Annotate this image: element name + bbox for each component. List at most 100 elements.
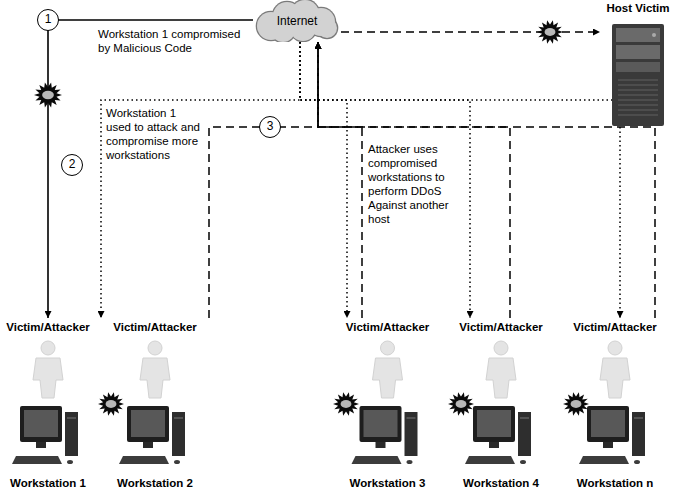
tower-bay	[634, 418, 643, 419]
workstation: Victim/AttackerWorkstation 4	[445, 318, 557, 493]
keyboard	[119, 456, 169, 464]
ddos-line	[209, 42, 318, 318]
tower-bay	[174, 418, 183, 419]
pc-tower	[65, 412, 78, 456]
monitor	[20, 406, 62, 442]
tower-bay	[67, 418, 76, 419]
mouse	[67, 460, 73, 464]
vent-slot	[618, 109, 658, 111]
workstation-label: Workstation 3	[349, 477, 427, 489]
pc-tower	[518, 412, 531, 456]
malware-burst	[448, 392, 474, 415]
person-head	[41, 341, 55, 355]
malware-burst	[333, 392, 359, 415]
node-illustration	[600, 2, 676, 128]
keyboard	[465, 456, 515, 464]
node-heading: Victim/Attacker	[572, 321, 658, 333]
ddos-line	[318, 42, 510, 318]
workstation-label: Workstation n	[576, 477, 654, 489]
person-head	[148, 341, 162, 355]
workstation: Victim/AttackerWorkstation n	[560, 318, 670, 493]
person-head	[608, 341, 622, 355]
cloud-label: Internet	[277, 14, 318, 28]
internet-cloud: Internet	[253, 0, 341, 42]
callout-number: 1	[37, 9, 59, 31]
drive-bay	[616, 62, 660, 72]
person-body	[373, 358, 403, 398]
monitor-screen	[131, 410, 165, 437]
node-illustration	[445, 318, 557, 493]
vent-slot	[618, 89, 658, 91]
vent-slot	[618, 114, 658, 116]
spread-line	[300, 42, 347, 318]
node-illustration	[560, 318, 670, 493]
monitor	[473, 406, 515, 442]
ddos-line	[318, 42, 655, 318]
mouse	[520, 460, 526, 464]
node-heading: Host Victim	[600, 2, 676, 14]
malware-core	[106, 400, 117, 408]
workstation: Victim/AttackerWorkstation 1	[3, 318, 93, 493]
drive-bay	[616, 28, 660, 42]
node-heading: Victim/Attacker	[112, 321, 198, 333]
monitor-screen	[24, 410, 58, 437]
mouse	[634, 460, 640, 464]
tower-bay	[520, 418, 529, 419]
malware-burst	[34, 82, 62, 107]
node-illustration	[3, 318, 93, 493]
person-head	[381, 341, 395, 355]
workstation: Victim/AttackerWorkstation 2	[95, 318, 215, 493]
monitor-screen	[591, 410, 625, 437]
node-illustration	[95, 318, 215, 493]
monitor-stand	[36, 442, 46, 448]
server-case	[612, 24, 664, 126]
callout-number: 2	[61, 154, 83, 176]
power-led	[652, 33, 656, 37]
keyboard	[352, 456, 402, 464]
mouse	[174, 460, 180, 464]
malware-core	[571, 400, 582, 408]
note-text: Attacker uses compromised workstations t…	[368, 142, 464, 226]
workstation: Victim/AttackerWorkstation 3	[330, 318, 445, 493]
workstation-label: Workstation 1	[9, 477, 87, 489]
node-heading: Victim/Attacker	[458, 321, 544, 333]
note-text: Workstation 1 used to attack and comprom…	[106, 106, 202, 162]
note-text: Workstation 1 compromised by Malicious C…	[98, 27, 248, 55]
host-server: Host Victim	[600, 2, 676, 128]
monitor-screen	[477, 410, 511, 437]
vent-slot	[618, 79, 658, 81]
monitor-stand	[489, 442, 499, 448]
keyboard	[579, 456, 629, 464]
spread-line	[101, 42, 300, 318]
malware-core	[341, 400, 352, 408]
mouse	[407, 460, 413, 464]
pc-tower	[405, 412, 418, 456]
vent-slot	[618, 104, 658, 106]
keyboard	[12, 456, 62, 464]
malware-core	[456, 400, 467, 408]
monitor	[587, 406, 629, 442]
vent-slot	[618, 84, 658, 86]
monitor	[360, 406, 402, 442]
malware-burst	[98, 392, 124, 415]
monitor-screen	[364, 410, 398, 437]
malware-core	[545, 28, 556, 36]
malware-burst	[563, 392, 589, 415]
drive-bay	[616, 45, 660, 59]
person-body	[33, 358, 63, 398]
spread-line	[300, 42, 620, 318]
vent-slot	[618, 99, 658, 101]
pc-tower	[172, 412, 185, 456]
tower-bay	[407, 418, 416, 419]
monitor-stand	[143, 442, 153, 448]
cloud-fill	[317, 18, 337, 38]
monitor	[127, 406, 169, 442]
malware-burst	[537, 20, 563, 43]
ddos-line	[318, 42, 362, 318]
monitor-stand	[603, 442, 613, 448]
node-heading: Victim/Attacker	[5, 321, 91, 333]
infection-line	[48, 20, 253, 318]
